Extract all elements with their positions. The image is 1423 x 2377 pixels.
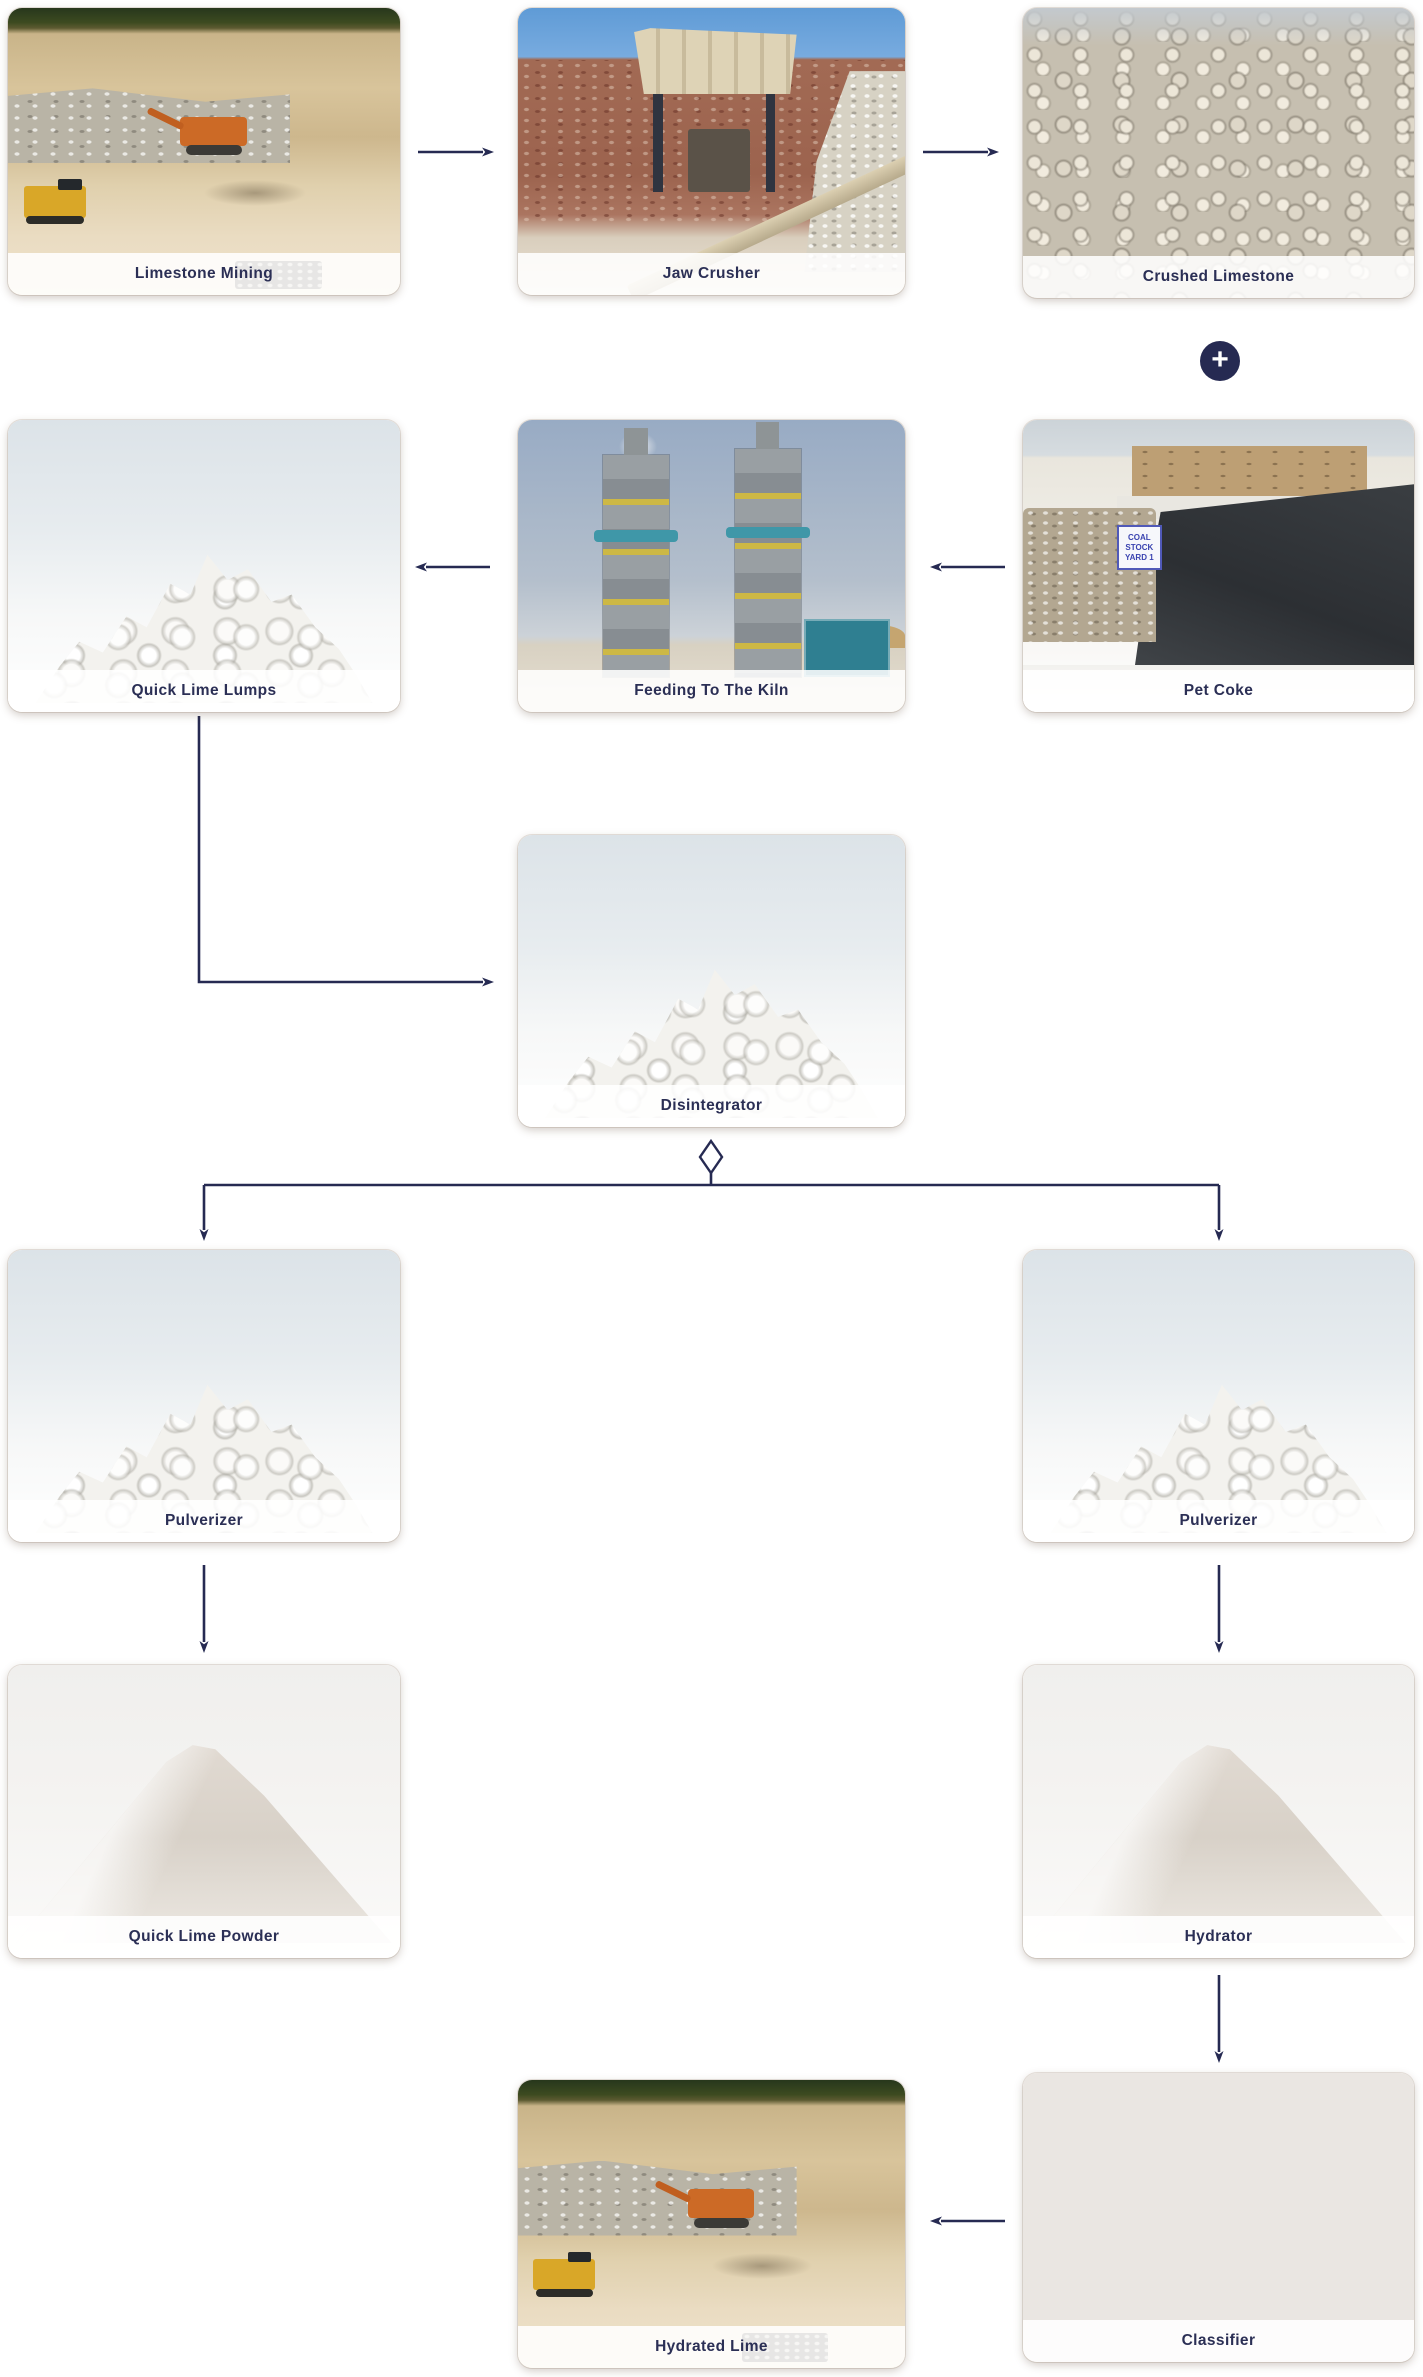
hopper-leg-graphic (765, 88, 775, 192)
node-jaw-crusher: Jaw Crusher (518, 8, 905, 295)
pulverizer-photo (1023, 1250, 1414, 1542)
building-graphic (1132, 446, 1368, 496)
node-pulverizer-left: Pulverizer (8, 1250, 400, 1542)
haul-truck-graphic (533, 2251, 596, 2297)
crushed-limestone-photo (1023, 8, 1414, 298)
node-hydrated-lime: Hydrated Lime (518, 2080, 905, 2368)
hydrated-lime-photo (518, 2080, 905, 2368)
node-classifier: Classifier (1023, 2073, 1414, 2362)
kiln-tower-graphic (593, 428, 678, 677)
disintegrator-photo (518, 835, 905, 1127)
hydrator-photo (1023, 1665, 1414, 1958)
limestone-mining-photo (8, 8, 400, 295)
dust-cloud-graphic (711, 2252, 813, 2279)
node-label-pulverizer-left: Pulverizer (8, 1500, 400, 1542)
kiln-photo (518, 420, 905, 712)
node-label-hydrator: Hydrator (1023, 1916, 1414, 1958)
node-feeding-to-the-kiln: Feeding To The Kiln (518, 420, 905, 712)
node-pulverizer-right: Pulverizer (1023, 1250, 1414, 1542)
pulverizer-photo (8, 1250, 400, 1542)
haul-truck-graphic (23, 179, 87, 224)
plus-icon: + (1200, 341, 1240, 381)
powder-cone-graphic (1030, 1745, 1407, 1944)
node-label-limestone-mining: Limestone Mining (8, 253, 400, 295)
teal-panel-graphic (804, 618, 890, 677)
hopper-leg-graphic (653, 88, 663, 192)
node-label-crushed-limestone: Crushed Limestone (1023, 256, 1414, 298)
elbow-lumps-to-disintegrator (197, 716, 494, 987)
kiln-tower-graphic (725, 421, 810, 677)
node-hydrator: Hydrator (1023, 1665, 1414, 1958)
node-label-pet-coke: Pet Coke (1023, 670, 1414, 712)
coal-stock-yard-sign: COAL STOCK YARD 1 (1116, 525, 1162, 570)
classifier-photo (1023, 2073, 1414, 2362)
excavator-graphic (180, 117, 248, 156)
node-quick-lime-lumps: Quick Lime Lumps (8, 420, 400, 712)
node-label-quick-lime-powder: Quick Lime Powder (8, 1916, 400, 1958)
node-label-pulverizer-right: Pulverizer (1023, 1500, 1414, 1542)
node-disintegrator: Disintegrator (518, 835, 905, 1127)
split-diamond-icon (698, 1138, 724, 1176)
powder-cone-graphic (15, 1745, 393, 1944)
pet-coke-photo: COAL STOCK YARD 1 (1023, 420, 1414, 712)
node-limestone-mining: Limestone Mining (8, 8, 400, 295)
crusher-unit-graphic (688, 128, 751, 192)
node-quick-lime-powder: Quick Lime Powder (8, 1665, 400, 1958)
jaw-crusher-photo (518, 8, 905, 295)
dust-cloud-graphic (204, 180, 306, 207)
node-label-feeding-to-the-kiln: Feeding To The Kiln (518, 670, 905, 712)
quick-lime-powder-photo (8, 1665, 400, 1958)
node-crushed-limestone: Crushed Limestone (1023, 8, 1414, 298)
quick-lime-lumps-photo (8, 420, 400, 712)
node-label-quick-lime-lumps: Quick Lime Lumps (8, 670, 400, 712)
node-label-classifier: Classifier (1023, 2320, 1414, 2362)
node-label-jaw-crusher: Jaw Crusher (518, 253, 905, 295)
node-label-disintegrator: Disintegrator (518, 1085, 905, 1127)
node-pet-coke: COAL STOCK YARD 1 Pet Coke (1023, 420, 1414, 712)
excavator-graphic (688, 2189, 755, 2228)
quarry-bench-graphic (518, 2160, 797, 2236)
feed-hopper-graphic (634, 28, 797, 95)
coal-pile-graphic (1132, 484, 1414, 683)
quarry-bench-graphic (8, 88, 291, 163)
node-label-hydrated-lime: Hydrated Lime (518, 2326, 905, 2368)
